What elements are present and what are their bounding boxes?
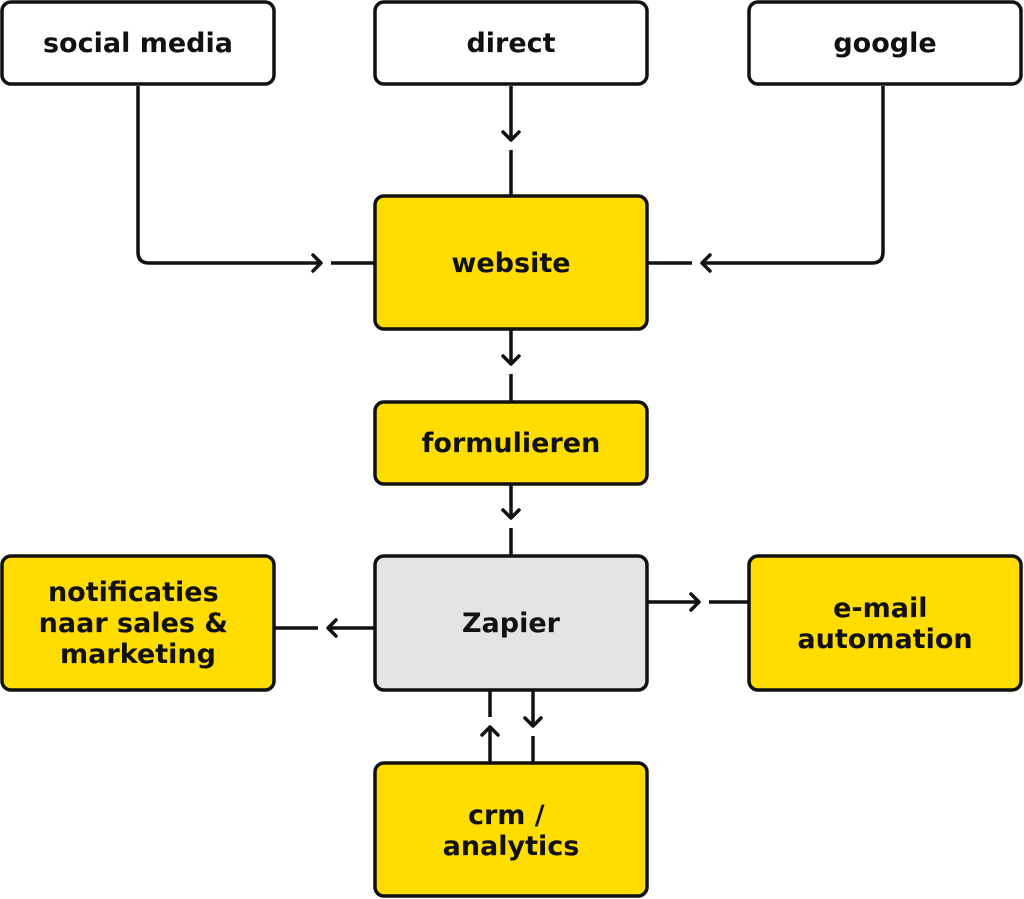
node-formulieren-box [373, 400, 649, 486]
edge-formulieren-zapier [501, 484, 521, 556]
node-google: google [747, 0, 1023, 86]
node-email-automation-box [747, 554, 1023, 692]
node-formulieren-label: formulieren [422, 428, 601, 459]
node-notificaties-box [0, 554, 276, 692]
node-social-media: social media [0, 0, 276, 86]
edge-zapier-notificaties [275, 618, 375, 638]
node-notificaties: notificaties naar sales & marketing [0, 554, 276, 692]
node-crm-analytics-label: crm / analytics [443, 800, 580, 862]
node-social-media-box [0, 0, 276, 86]
node-website-box [373, 194, 649, 331]
node-google-label: google [833, 28, 936, 59]
node-social-media-label: social media [43, 28, 233, 59]
node-direct-line-1: direct [466, 28, 555, 59]
node-social-media-line-1: social media [43, 28, 233, 59]
node-zapier-label: Zapier [462, 608, 561, 639]
node-direct-label: direct [466, 28, 555, 59]
node-email-automation-line-1: e-mail [833, 593, 927, 624]
node-notificaties-label: notificaties naar sales & marketing [39, 577, 238, 670]
node-google-line-1: google [833, 28, 936, 59]
node-crm-analytics-line-2: analytics [443, 831, 580, 862]
node-crm-analytics-line-1: crm / [468, 800, 545, 831]
edge-zapier-email-automation [648, 592, 749, 612]
edges [136, 86, 885, 763]
node-zapier: Zapier [373, 554, 649, 692]
node-formulieren-line-1: formulieren [422, 428, 601, 459]
node-crm-analytics-box [373, 761, 649, 898]
node-crm-analytics: crm / analytics [373, 761, 649, 898]
node-zapier-box [373, 554, 649, 692]
node-direct-box [373, 0, 649, 86]
node-website-label: website [451, 248, 570, 279]
node-google-box [747, 0, 1023, 86]
node-formulieren: formulieren [373, 400, 649, 486]
node-website-line-1: website [451, 248, 570, 279]
edge-website-formulieren [501, 329, 521, 402]
node-notificaties-line-3: marketing [60, 639, 216, 670]
node-email-automation-line-2: automation [797, 624, 972, 655]
edge-social-media-website [136, 86, 375, 273]
node-direct: direct [373, 0, 649, 86]
node-notificaties-line-2: naar sales & [39, 608, 228, 639]
edge-google-website [648, 86, 885, 273]
edge-zapier-crm-analytics [523, 690, 543, 763]
node-notificaties-line-1: notificaties [48, 577, 219, 608]
node-email-automation: e-mail automation [747, 554, 1023, 692]
node-website: website [373, 194, 649, 331]
edge-crm-analytics-zapier [480, 690, 500, 763]
edge-direct-website [501, 86, 521, 196]
node-email-automation-label: e-mail automation [797, 593, 972, 655]
node-zapier-line-1: Zapier [462, 608, 561, 639]
